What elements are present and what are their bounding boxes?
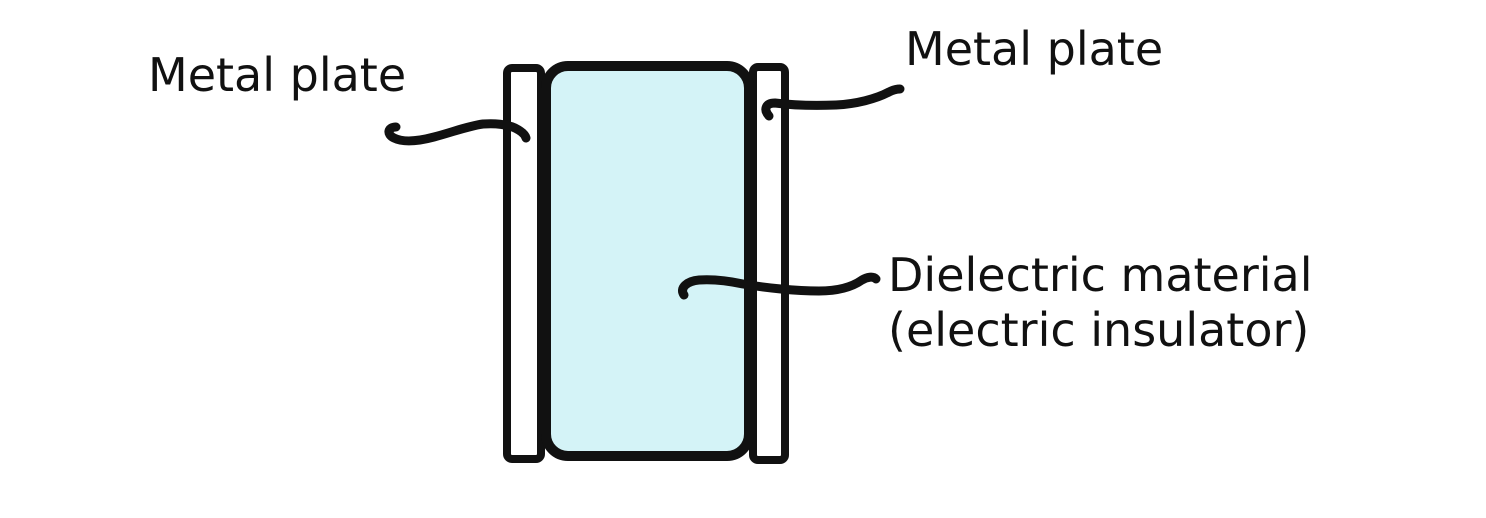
label-dielectric-line1: Dielectric material — [888, 248, 1313, 302]
label-metal-plate-left: Metal plate — [148, 48, 407, 102]
label-dielectric-material: Dielectric material (electric insulator) — [888, 248, 1313, 358]
label-metal-plate-right: Metal plate — [905, 22, 1164, 76]
label-dielectric-line2: (electric insulator) — [888, 303, 1310, 357]
leader-line-metal-plate-right — [761, 84, 905, 121]
metal-plate-right-shape — [749, 63, 789, 464]
leader-line-metal-plate-left — [384, 119, 531, 146]
dielectric-shape — [541, 61, 754, 461]
leader-line-dielectric — [678, 272, 881, 300]
